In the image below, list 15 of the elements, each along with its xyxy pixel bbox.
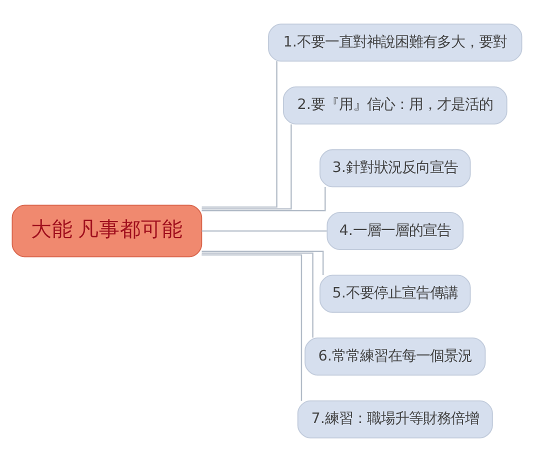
connector — [202, 230, 327, 232]
node-box: 大能 凡事都可能 — [12, 204, 202, 258]
connector — [202, 124, 292, 210]
node-box: 6.常常練習在每一個景況 — [304, 338, 486, 376]
node-box: 3.針對狀況反向宣告 — [320, 149, 471, 188]
node-box: 4.一層一層的宣告 — [326, 212, 464, 250]
node-box: 1.不要一直對神說困難有多大，要對 — [268, 24, 522, 62]
node-box: 7.練習：職場升等財務倍增 — [297, 400, 493, 438]
node-box: 5.不要停止宣告傳講 — [320, 274, 471, 313]
connector — [202, 186, 326, 212]
connector — [202, 61, 278, 208]
connector — [202, 252, 314, 338]
connector — [202, 254, 302, 401]
connector — [202, 250, 324, 276]
node-box: 2.要『用』信心：用，才是活的 — [282, 86, 508, 124]
